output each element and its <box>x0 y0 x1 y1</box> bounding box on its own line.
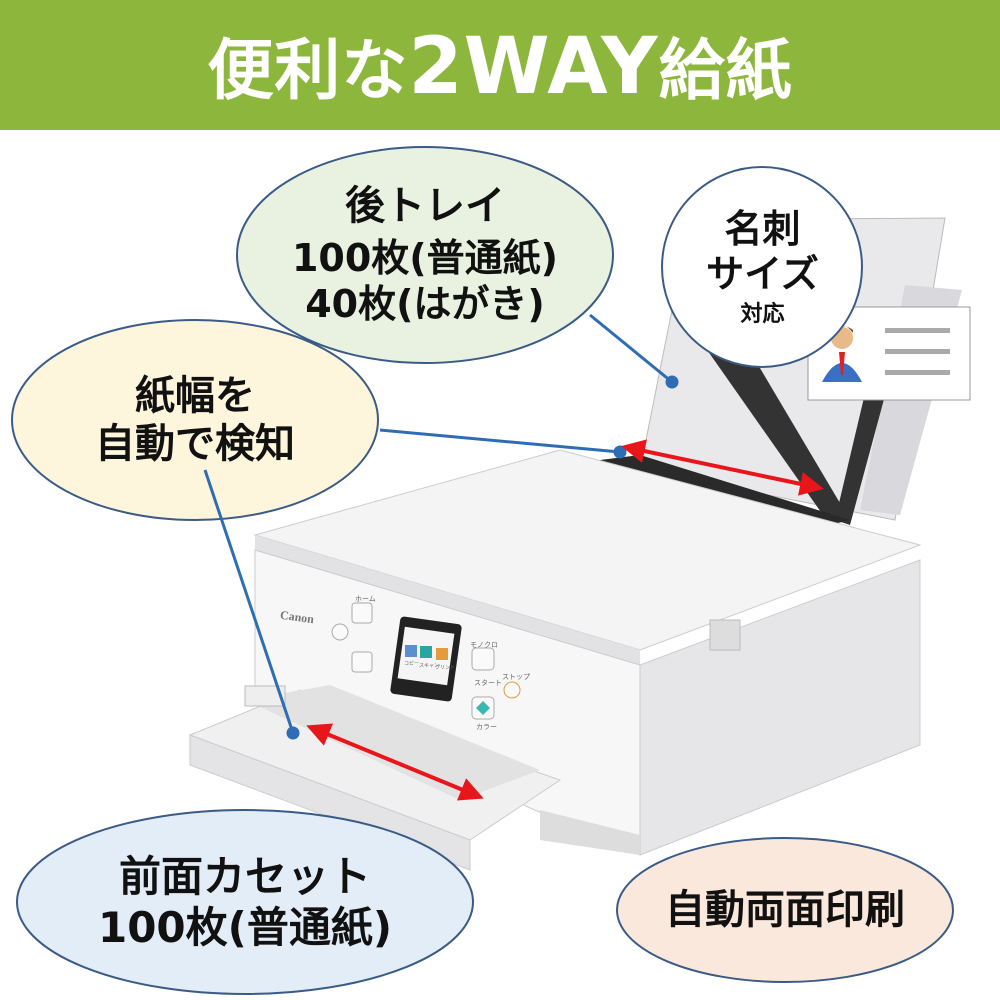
width-detect-bubble <box>11 319 379 521</box>
page-title: 便利な2WAY給紙 <box>207 22 793 112</box>
duplex-bubble <box>616 837 954 983</box>
header-banner: 便利な2WAY給紙 <box>0 0 1000 130</box>
business-card-image <box>807 306 971 401</box>
leader-line <box>589 313 673 384</box>
screen-item: スキャン <box>419 663 440 669</box>
front-cassette-bubble <box>16 809 474 995</box>
screen-item: プリント <box>435 665 456 671</box>
paper-width-arrow <box>621 439 824 496</box>
duplex-text: 自動両面印刷 <box>665 887 905 933</box>
rear-tray-bubble <box>236 146 614 364</box>
screen-item: コピー <box>404 661 420 667</box>
start-label: スタート <box>474 679 502 687</box>
mono-label: モノクロ <box>470 641 498 649</box>
leader-line <box>379 428 621 454</box>
front-cassette-text: 前面カセット 100枚(普通紙) <box>97 852 393 952</box>
stop-label: ストップ <box>502 673 530 681</box>
card-size-text: 名刺 サイズ 対応 <box>706 206 819 327</box>
card-size-bubble <box>661 166 863 368</box>
home-label: ホーム <box>355 595 376 603</box>
paper-width-arrow <box>306 723 484 801</box>
rear-tray-text: 後トレイ 100枚(普通紙) 40枚(はがき) <box>291 183 559 326</box>
width-detect-text: 紙幅を 自動で検知 <box>95 373 295 467</box>
color-label: カラー <box>476 723 497 731</box>
leader-line <box>203 469 295 734</box>
